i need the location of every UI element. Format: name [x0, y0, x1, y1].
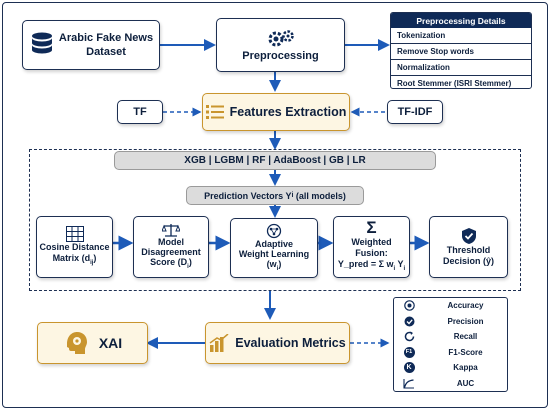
fusion-line1: Weighted Fusion: [351, 237, 392, 259]
metric-kappa: K Kappa [394, 360, 507, 376]
disagreement-close: ) [188, 256, 192, 267]
threshold-line1: Threshold [446, 245, 491, 255]
weighted-fusion-node: Σ Weighted Fusion: Y_pred = Σ wi Yi [333, 216, 410, 278]
k-badge-icon: K [403, 362, 415, 374]
bar-chart-icon [209, 334, 229, 352]
prediction-suffix: (all models) [293, 190, 346, 201]
xai-label: XAI [98, 335, 123, 351]
sigma-icon: Σ [366, 218, 377, 238]
models-bar: XGB | LGBM | RF | AdaBoost | GB | LR [114, 151, 436, 170]
metric-accuracy-label: Accuracy [447, 301, 484, 311]
adaptive-line3: (w [266, 258, 277, 269]
metric-precision-label: Precision [447, 316, 484, 326]
fusion-tail: Y [395, 259, 404, 270]
dataset-title-line2: Dataset [86, 46, 126, 58]
metrics-list: Accuracy Precision Recall F1 F1-Score K … [393, 297, 508, 392]
adaptive-line1: Adaptive [254, 238, 293, 249]
cosine-distance-node: Cosine Distance Matrix (dij) [36, 216, 113, 278]
metric-f1: F1 F1-Score [394, 345, 507, 361]
details-item-stemmer: Root Stemmer (ISRI Stemmer) [391, 75, 531, 88]
metric-auc: AUC [394, 376, 507, 392]
evaluation-label: Evaluation Metrics [235, 336, 346, 350]
xai-node: XAI [37, 322, 148, 364]
cosine-line1: Cosine Distance [39, 241, 110, 252]
preprocessing-node: Preprocessing [216, 18, 345, 72]
fusion-sub: i [393, 265, 396, 272]
features-extraction-label: Features Extraction [229, 105, 347, 119]
threshold-line2: Decision (ŷ) [442, 256, 494, 266]
grid-matrix-icon [65, 225, 84, 242]
cosine-line2: Matrix (d [52, 252, 91, 263]
fusion-sub2: i [403, 265, 406, 272]
head-brain-icon [66, 332, 87, 354]
target-icon [403, 300, 415, 312]
details-item-stopwords: Remove Stop words [391, 43, 531, 59]
cosine-sub: ij [90, 259, 94, 266]
dataset-title-line1: Arabic Fake News [58, 32, 154, 44]
list-icon [205, 105, 224, 119]
prediction-subscript: i [291, 192, 294, 199]
check-circle-icon [404, 316, 414, 327]
preprocessing-label: Preprocessing [242, 50, 319, 62]
adaptive-line2: Weight Learning [238, 248, 310, 259]
adaptive-sub: i [276, 265, 279, 272]
ensemble-container [29, 149, 521, 291]
brain-network-icon [266, 223, 282, 238]
metric-precision: Precision [394, 314, 507, 330]
fusion-line2: Y_pred = Σ w [337, 259, 394, 270]
disagreement-line3: Score (D [150, 256, 188, 267]
metric-kappa-label: Kappa [453, 363, 478, 373]
metric-recall: Recall [394, 329, 507, 345]
gears-icon [268, 30, 294, 47]
metric-f1-label: F1-Score [448, 347, 483, 357]
metric-accuracy: Accuracy [394, 298, 507, 314]
adaptive-weight-node: Adaptive Weight Learning (wi) [230, 218, 318, 278]
scale-icon [162, 223, 180, 237]
tf-node: TF [117, 100, 163, 124]
details-item-tokenization: Tokenization [397, 31, 446, 40]
prediction-label: Prediction Vectors Y [204, 190, 292, 201]
disagreement-line1: Model [158, 236, 184, 247]
details-item-normalization: Normalization [391, 59, 531, 75]
f1-badge-icon: F1 [403, 346, 415, 358]
metric-recall-label: Recall [453, 332, 478, 342]
shield-check-icon [461, 228, 476, 244]
threshold-node: Threshold Decision (ŷ) [429, 216, 508, 278]
details-title: Preprocessing Details [391, 13, 531, 28]
refresh-icon [404, 331, 414, 342]
evaluation-metrics-node: Evaluation Metrics [205, 322, 350, 364]
database-icon [32, 32, 52, 54]
dataset-node: Arabic Fake News Dataset [22, 20, 160, 70]
preprocessing-details-panel: Preprocessing Details Tokenization Remov… [390, 12, 532, 89]
disagreement-sub: i [187, 263, 189, 270]
metric-auc-label: AUC [456, 378, 475, 388]
disagreement-node: Model Disagreement Score (Di) [133, 216, 209, 278]
disagreement-line2: Disagreement [141, 246, 201, 257]
features-extraction-node: Features Extraction [202, 93, 350, 131]
tfidf-node: TF-IDF [387, 100, 443, 124]
cosine-close: ) [93, 252, 97, 263]
adaptive-close: ) [278, 258, 282, 269]
auc-curve-icon [403, 378, 414, 389]
